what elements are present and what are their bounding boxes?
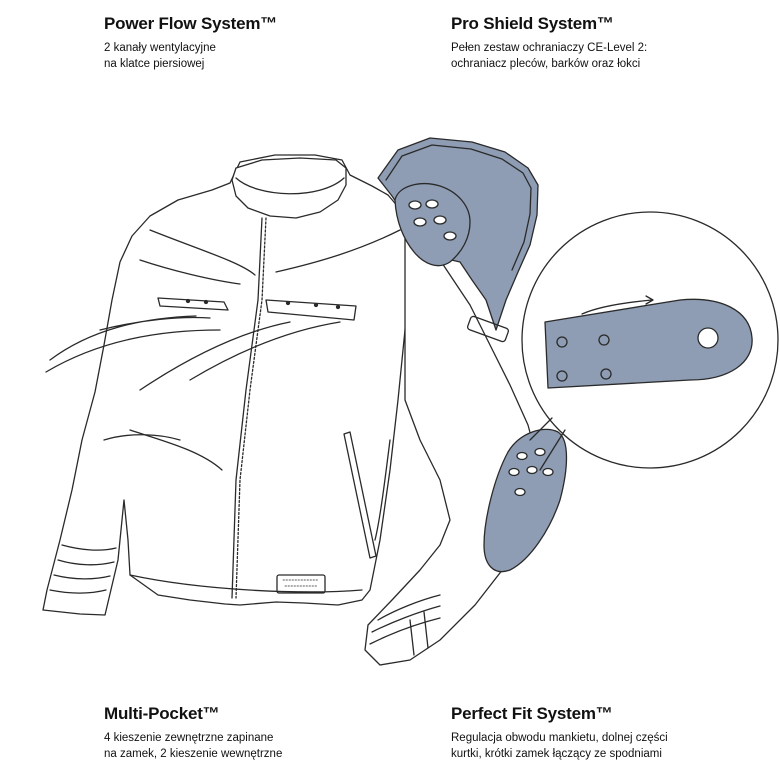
feature-description: 4 kieszenie zewnętrzne zapinane na zamek… xyxy=(104,732,283,760)
feature-title: Power Flow System™ xyxy=(104,14,278,33)
jacket-body xyxy=(42,154,419,616)
cuff-tab xyxy=(544,298,753,389)
airflow-lines xyxy=(45,315,341,391)
jacket-collar xyxy=(231,157,347,219)
chest-vent-right xyxy=(265,299,357,321)
sleeve-badge xyxy=(467,315,509,343)
feature-title: Pro Shield System™ xyxy=(451,14,614,33)
feature-power-flow: Power Flow System™ 2 kanały wentylacyjne… xyxy=(104,14,364,72)
zoom-leader-lines xyxy=(529,417,566,471)
pocket-zip-right xyxy=(343,431,377,559)
feature-title: Perfect Fit System™ xyxy=(451,704,613,723)
feature-description: Regulacja obwodu mankietu, dolnej części… xyxy=(451,732,668,760)
feature-description: Pełen zestaw ochraniaczy CE-Level 2: och… xyxy=(451,42,648,70)
feature-title: Multi-Pocket™ xyxy=(104,704,220,723)
elbow-protector xyxy=(483,428,568,573)
feature-perfect-fit: Perfect Fit System™ Regulacja obwodu man… xyxy=(451,704,771,762)
chest-vent-left xyxy=(157,297,229,311)
direction-arrow xyxy=(581,299,653,315)
feature-pro-shield: Pro Shield System™ Pełen zestaw ochrania… xyxy=(451,14,771,72)
back-protector-edge xyxy=(385,144,532,271)
center-zipper xyxy=(231,217,263,599)
feature-description: 2 kanały wentylacyjne na klatce piersiow… xyxy=(104,42,216,70)
front-badge xyxy=(276,574,326,594)
feature-multi-pocket: Multi-Pocket™ 4 kieszenie zewnętrzne zap… xyxy=(104,704,404,762)
